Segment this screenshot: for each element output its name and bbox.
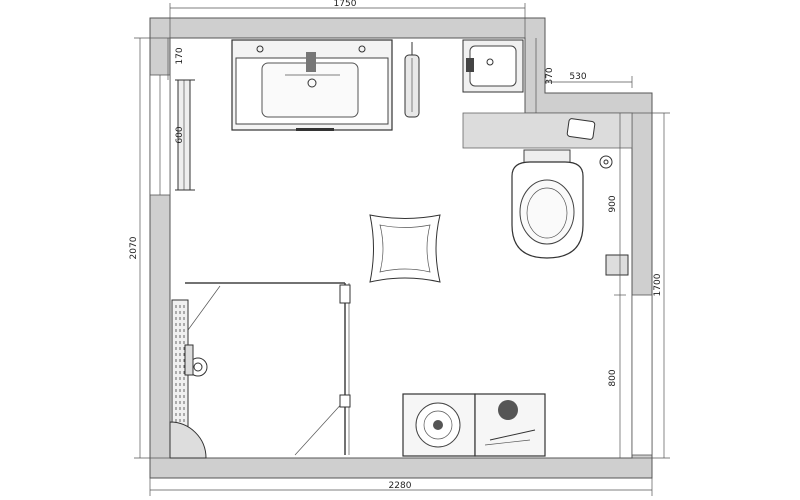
dim-top-width: 1750 <box>334 0 357 9</box>
towel-hanger <box>404 42 420 118</box>
flush-button <box>566 118 596 140</box>
dim-radiator-length: 600 <box>175 126 185 143</box>
dim-left-height: 2070 <box>129 236 139 259</box>
shower-drain <box>171 299 189 446</box>
toilet <box>511 149 584 259</box>
dim-niche-width: 530 <box>569 72 586 82</box>
right-wall-opening <box>631 294 653 456</box>
corner-seat <box>169 421 207 459</box>
vanity-sink <box>231 39 393 131</box>
washing-machine <box>402 393 476 457</box>
dim-top-left-offset: 170 <box>175 47 185 64</box>
radiator <box>175 79 195 191</box>
dim-wc-zone: 900 <box>608 195 618 212</box>
shower-enclosure <box>185 282 351 456</box>
floor-mat <box>369 214 441 283</box>
dimension-lines <box>134 3 670 496</box>
dim-right-height: 1700 <box>653 273 663 296</box>
shower-mixer <box>184 344 208 377</box>
dim-niche-depth: 370 <box>545 67 555 84</box>
hand-basin <box>462 39 524 93</box>
dryer <box>474 393 546 457</box>
wc-ledge <box>462 112 633 149</box>
dim-right-lower: 800 <box>608 369 618 386</box>
dim-bottom-width: 2280 <box>389 481 412 491</box>
paper-holder <box>605 254 629 276</box>
toilet-brush <box>599 155 613 169</box>
